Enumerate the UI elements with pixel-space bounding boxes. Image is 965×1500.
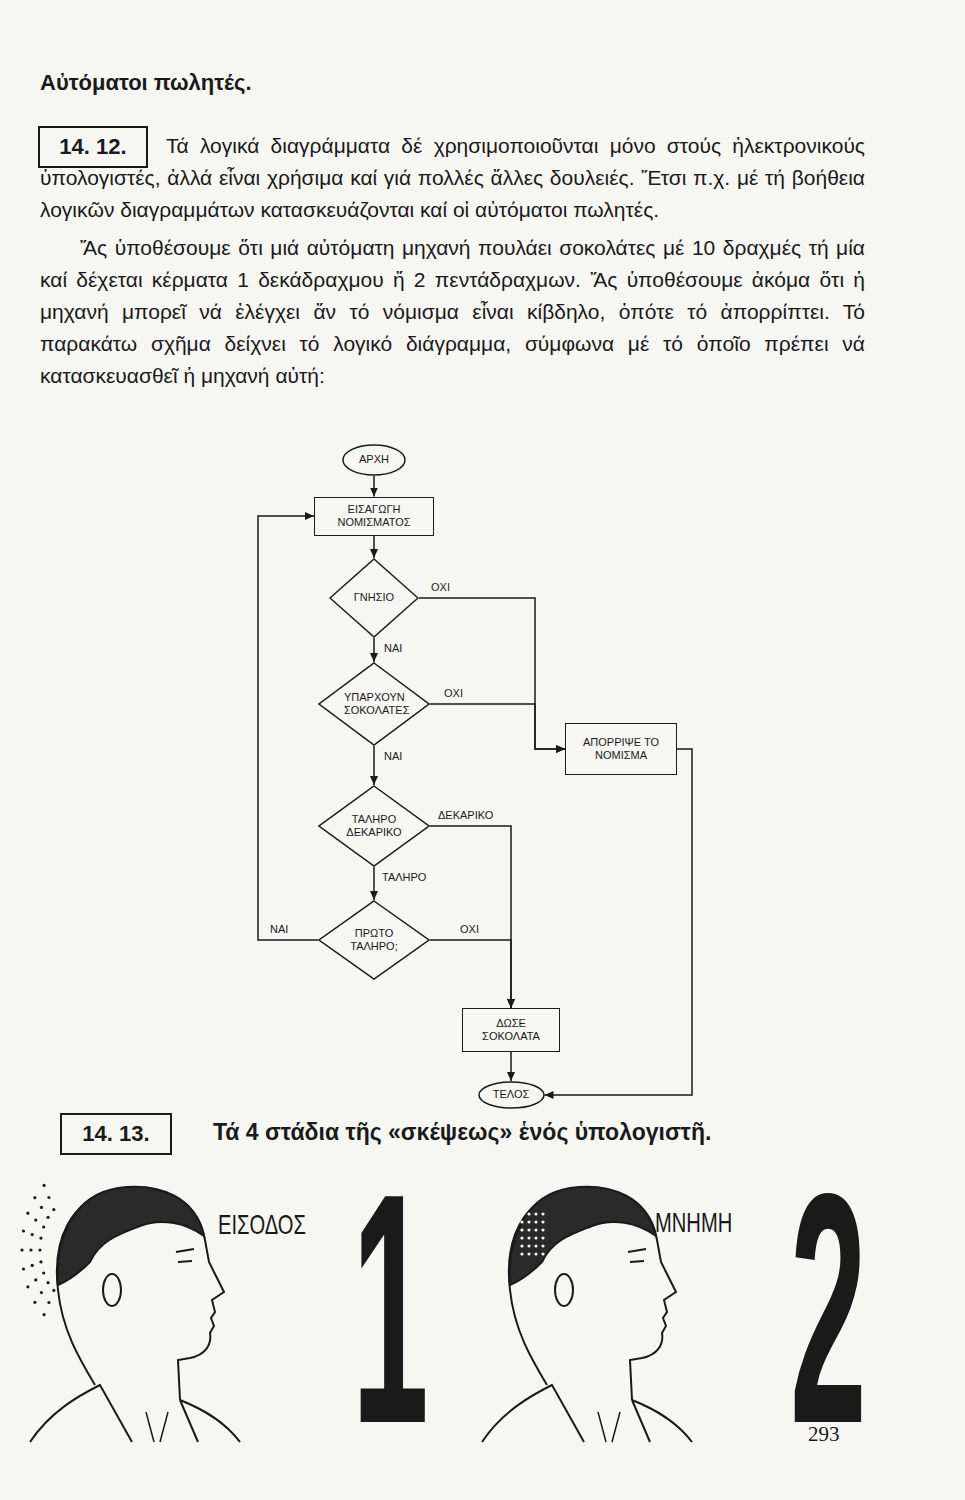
node-text: ΔΩΣΕ ΣΟΚΟΛΑΤΑ (471, 1017, 551, 1043)
flow-connector (373, 476, 375, 497)
section-number-box: 14. 12. (38, 126, 148, 168)
edge-label: ΤΑΛΗΡΟ (380, 871, 428, 884)
edge-label: ΝΑΙ (268, 923, 290, 936)
process-box: ΕΙΣΑΓΩΓΗ ΝΟΜΙΣΜΑΤΟΣ (314, 497, 434, 536)
flow-connector (373, 746, 375, 785)
flow-connector (373, 867, 375, 900)
node-text: ΤΕΛΟΣ (493, 1088, 530, 1101)
edge-label: ΝΑΙ (382, 642, 404, 655)
node-text: ΑΡΧΗ (359, 453, 389, 466)
node-text: ΥΠΑΡΧΟΥΝ ΣΟΚΟΛΑΤΕΣ (344, 691, 404, 717)
edge-label: ΝΑΙ (382, 750, 404, 763)
node-text: ΕΙΣΑΓΩΓΗ ΝΟΜΙΣΜΑΤΟΣ (322, 503, 426, 529)
body-paragraph: Τά λογικά διαγράμματα δέ χρησιμοποιοῦντα… (40, 130, 865, 226)
edge-label: ΟΧΙ (458, 923, 481, 936)
node-text: ΓΝΗΣΙΟ (354, 591, 394, 604)
figure-heading: Τά 4 στάδια τῆς «σκέψεως» ἑνός ὑπολογιστ… (213, 1119, 711, 1147)
start-terminal: ΑΡΧΗ (342, 444, 406, 476)
page-number: 293 (808, 1422, 840, 1447)
edge-label: ΟΧΙ (442, 687, 465, 700)
node-text: 14. 12. (59, 134, 126, 160)
decision-diamond: ΓΝΗΣΙΟ (329, 558, 419, 638)
decision-diamond: ΠΡΩΤΟ ΤΑΛΗΡΟ; (318, 900, 430, 980)
process-box: ΑΠΟΡΡΙΨΕ ΤΟ ΝΟΜΙΣΜΑ (565, 723, 677, 775)
node-text: ΠΡΩΤΟ ΤΑΛΗΡΟ; (344, 927, 404, 953)
flow-connector (545, 749, 693, 1095)
flow-connector (510, 1052, 512, 1081)
edge-label: ΔΕΚΑΡΙΚΟ (436, 809, 495, 822)
flow-connector (430, 826, 511, 1008)
process-box: ΔΩΣΕ ΣΟΚΟΛΑΤΑ (462, 1008, 560, 1052)
flow-connector (419, 598, 565, 749)
body-paragraph: Ἄς ὑποθέσουμε ὅτι μιά αὐτόματη μηχανή πο… (40, 232, 865, 392)
edge-label: ΟΧΙ (429, 581, 452, 594)
stage-number: 1 (352, 1145, 429, 1473)
section-title: Αὐτόματοι πωλητές. (40, 70, 252, 96)
flow-connector (430, 704, 565, 749)
end-terminal: ΤΕΛΟΣ (478, 1081, 545, 1109)
decision-diamond: ΥΠΑΡΧΟΥΝ ΣΟΚΟΛΑΤΕΣ (318, 662, 430, 746)
node-text: ΑΠΟΡΡΙΨΕ ΤΟ ΝΟΜΙΣΜΑ (573, 736, 669, 762)
stage-label: ΜΝΗΜΗ (655, 1206, 732, 1240)
stage-label: ΕΙΣΟΔΟΣ (218, 1208, 306, 1242)
dot-pattern (20, 1184, 544, 1316)
flow-connector (373, 638, 375, 662)
section-number-box: 14. 13. (60, 1113, 172, 1155)
node-text: ΤΑΛΗΡΟ ΔΕΚΑΡΙΚΟ (344, 813, 404, 839)
flow-connector (258, 516, 318, 940)
decision-diamond: ΤΑΛΗΡΟ ΔΕΚΑΡΙΚΟ (318, 785, 430, 867)
flow-connector (373, 536, 375, 559)
head-figure (30, 1187, 240, 1442)
node-text: 14. 13. (82, 1121, 149, 1147)
flow-connector (430, 940, 511, 1008)
